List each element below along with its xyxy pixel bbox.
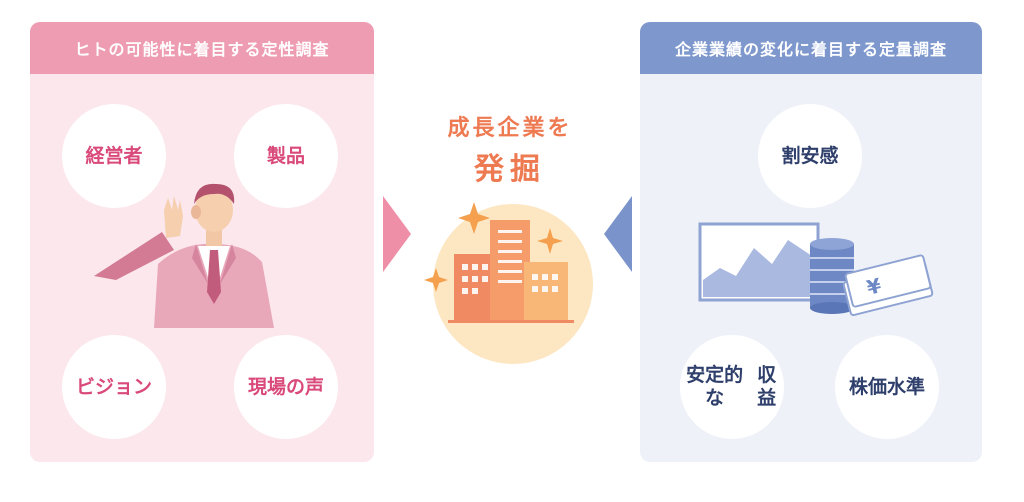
sparkle-icon (424, 268, 448, 292)
item-undervaluation: 割安感 (758, 104, 862, 208)
item-product: 製品 (234, 104, 338, 208)
businessman-ear (191, 205, 201, 219)
item-stable-profit-line1: 安定的な (686, 364, 744, 409)
businessman-illustration (94, 183, 274, 328)
quantitative-research-title: 企業業績の変化に着目する定量調査 (640, 22, 982, 74)
yen-symbol: ¥ (864, 273, 883, 300)
item-field-voice-label: 現場の声 (247, 375, 324, 398)
center-title-line1: 成長企業を (447, 116, 573, 141)
item-stock-price-level: 株価水準 (835, 335, 939, 439)
center-title-line2: 発掘 (474, 152, 546, 187)
businessman-hand (164, 196, 183, 238)
sparkle-icon (537, 228, 563, 254)
item-undervaluation-label: 割安感 (781, 144, 839, 167)
businessman-lapel-left (192, 244, 208, 284)
item-stable-profit: 安定的な 収益 (680, 335, 784, 439)
item-product-label: 製品 (266, 144, 305, 167)
yen-bill-icon: ¥ (842, 254, 934, 316)
arrow-right-icon (383, 196, 411, 272)
finance-illustration: ¥ (698, 222, 934, 316)
chart-area (703, 240, 815, 297)
building-windows (462, 230, 558, 294)
businessman-tie (207, 250, 221, 304)
item-field-voice: 現場の声 (234, 335, 338, 439)
item-executive-label: 経営者 (85, 144, 143, 167)
center-title: 成長企業を 発掘 (412, 110, 608, 188)
ground-line (448, 320, 574, 323)
item-stock-price-level-label: 株価水準 (848, 375, 925, 398)
item-stable-profit-line2: 収益 (757, 364, 777, 409)
qualitative-research-title: ヒトの可能性に着目する定性調査 (30, 22, 374, 74)
arrow-left-icon (604, 196, 632, 272)
item-vision: ビジョン (62, 335, 166, 439)
businessman-hair (194, 183, 235, 204)
building-left (454, 254, 494, 320)
sparkle-icon (458, 202, 490, 234)
growth-company-illustration (424, 202, 593, 364)
businessman-arm (94, 232, 174, 280)
businessman-head (195, 188, 233, 232)
item-executive: 経営者 (62, 104, 166, 208)
item-vision-label: ビジョン (75, 375, 152, 398)
businessman-lapel-right (220, 244, 236, 284)
